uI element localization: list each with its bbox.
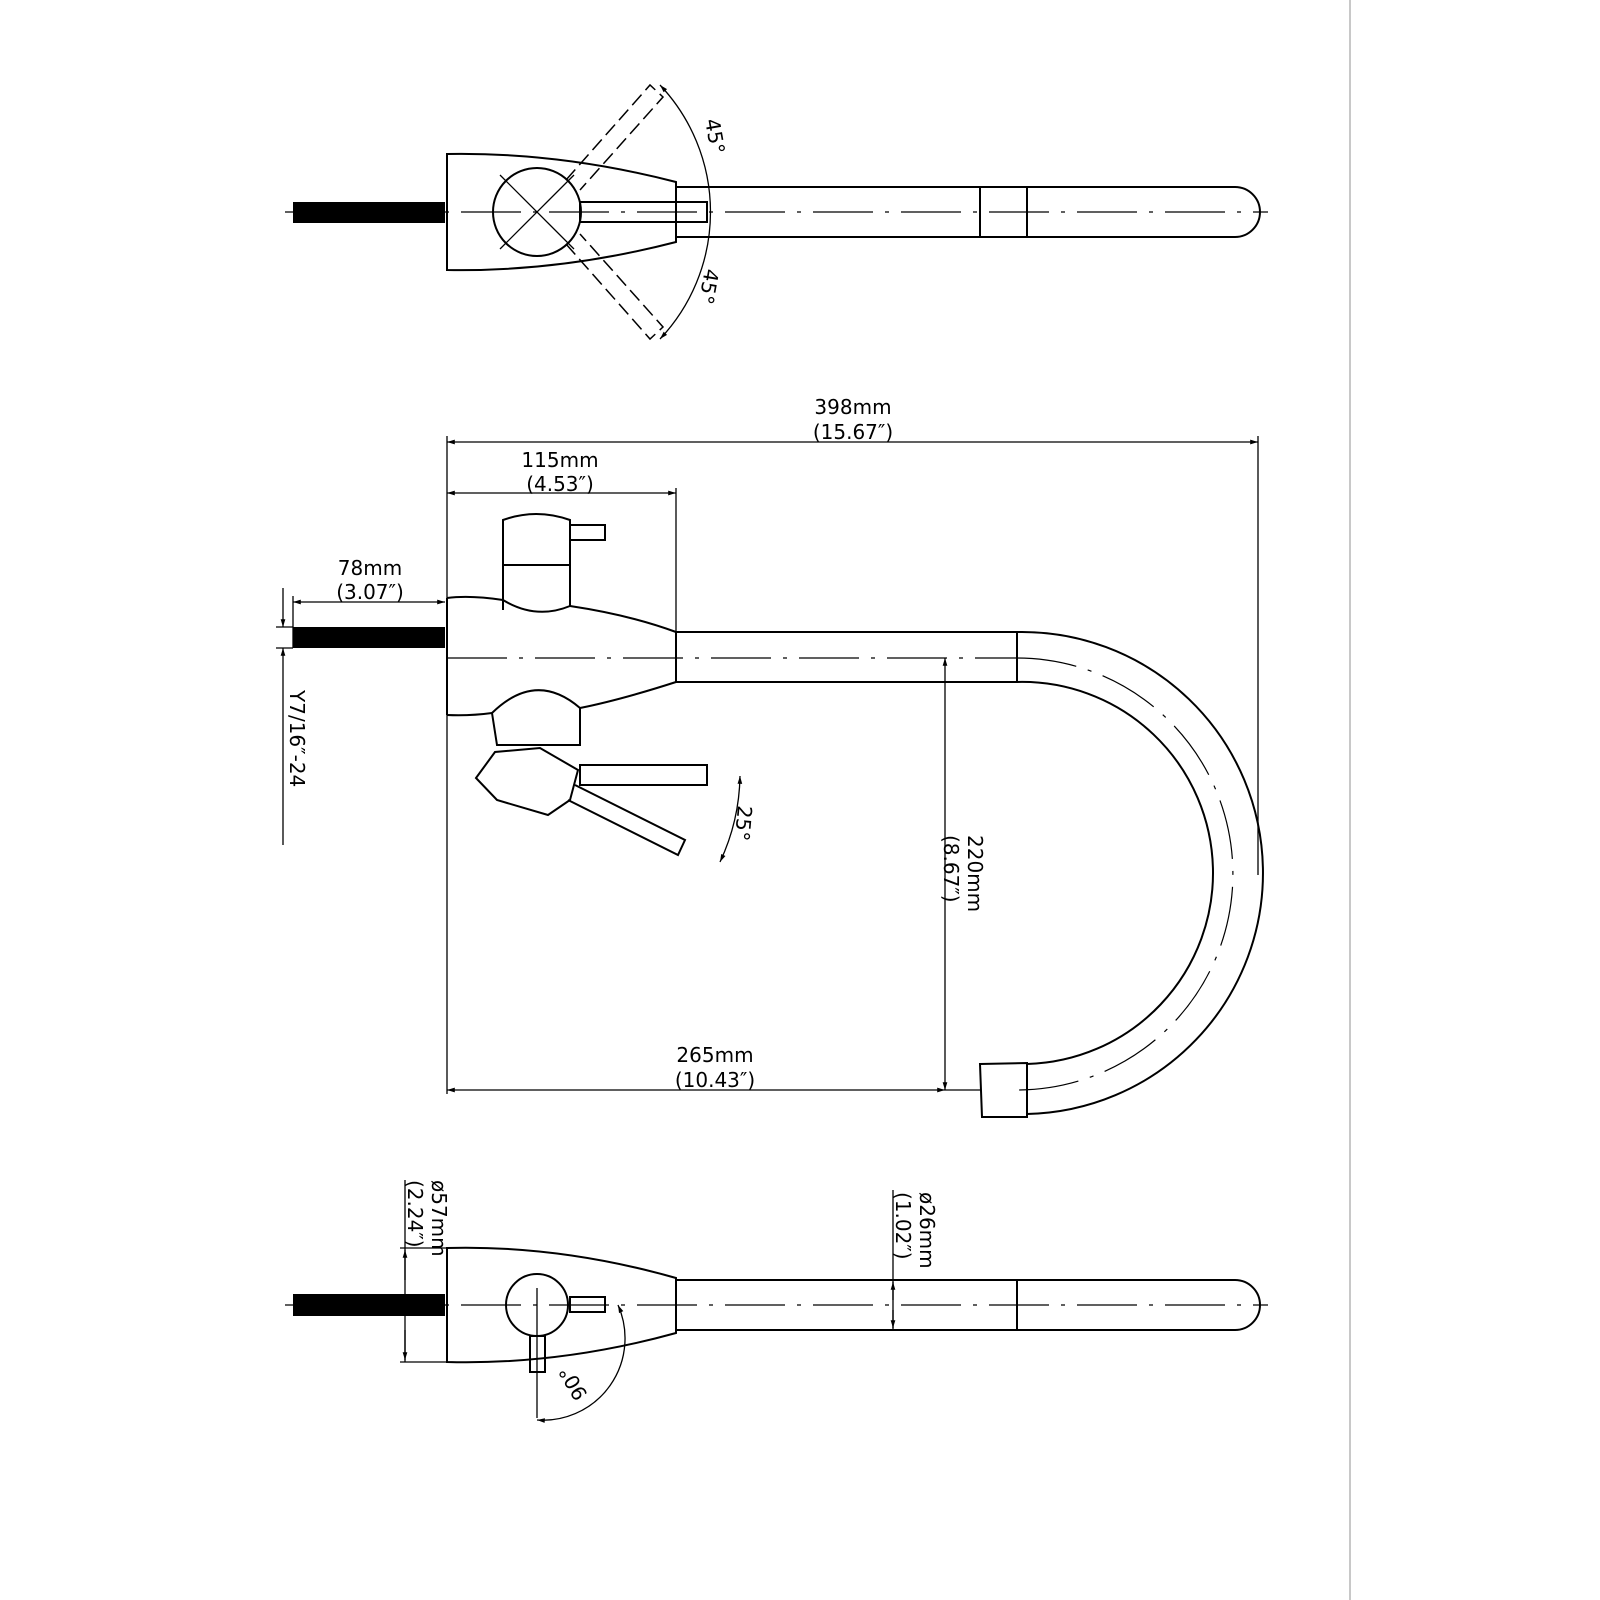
handle-45-up (565, 83, 665, 191)
spout-tube (676, 186, 1261, 238)
handle-45-down (565, 233, 665, 341)
spout-reach-in: (10.43″) (675, 1068, 755, 1092)
angle-label-upper: 45° (700, 117, 730, 156)
overall-length-in: (15.67″) (813, 420, 893, 444)
top-view: 45° 45° (285, 83, 1268, 341)
side-view: 398mm (15.67″) 115mm (4.53″) 78mm (3.07″… (276, 395, 1265, 1118)
shank-rod (293, 1294, 445, 1316)
cartridge (490, 689, 581, 746)
lower-handle (474, 746, 580, 817)
handle-lever (579, 201, 708, 223)
bottom-view: 90° ø57mm (2.24″) ø26mm (1.02″) (285, 1180, 1268, 1423)
overall-length-mm: 398mm (814, 395, 891, 419)
angle-label-lower: 45° (694, 267, 724, 306)
spout-height-in: (8.67″) (939, 835, 963, 903)
spout-reach-mm: 265mm (676, 1043, 753, 1067)
shank-length-in: (3.07″) (336, 580, 404, 604)
spout-diameter-in: (1.02″) (891, 1192, 915, 1260)
spout-outer (676, 630, 1265, 1115)
shank-rod (293, 627, 445, 648)
spout-outlet (978, 1061, 1028, 1118)
top-handle (502, 513, 571, 613)
spout-height-mm: 220mm (963, 835, 987, 912)
shank-length-mm: 78mm (338, 556, 402, 580)
thread-label: Y7/16″-24 (285, 689, 309, 787)
shank-rod (293, 202, 445, 223)
rotation-angle-label: 90° (554, 1362, 593, 1405)
body-diameter-in: (2.24″) (403, 1180, 427, 1248)
body-length-mm: 115mm (521, 448, 598, 472)
spout-diameter-mm: ø26mm (915, 1192, 939, 1269)
body (446, 595, 677, 717)
tilt-angle-label: 25° (730, 805, 757, 842)
body-length-in: (4.53″) (526, 472, 594, 496)
spout-tube (676, 1279, 1261, 1331)
spout-inner (676, 680, 1215, 1065)
body-diameter-mm: ø57mm (427, 1180, 451, 1257)
